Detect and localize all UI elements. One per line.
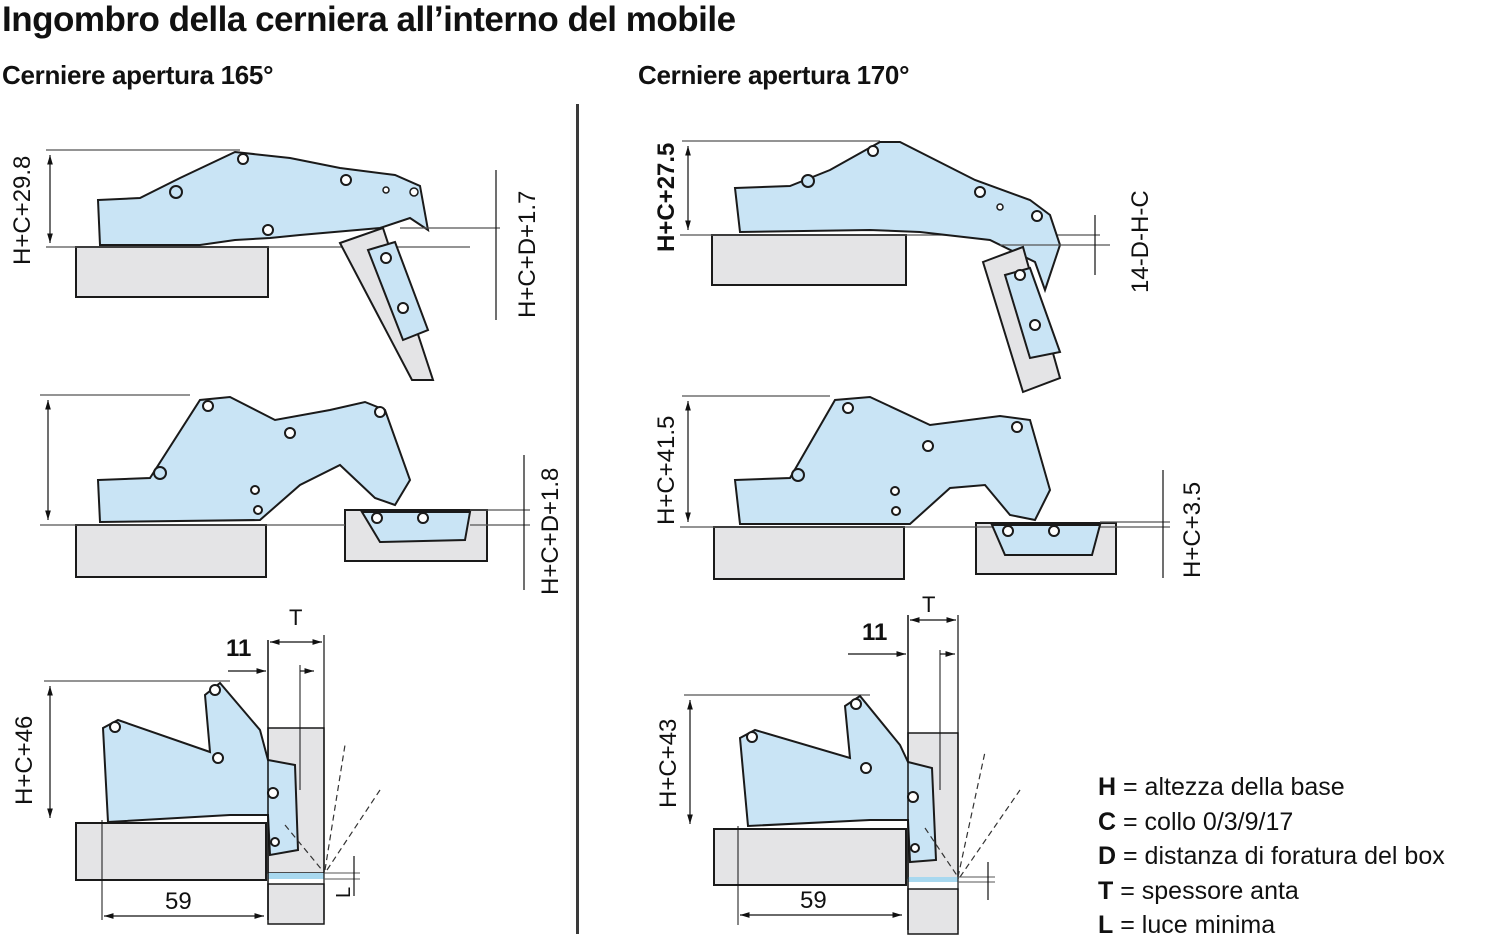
dim-right: H+C+3.5 <box>1179 482 1206 578</box>
dim-height: H+C+29.8 <box>9 156 36 265</box>
legend-item-h: H = altezza della base <box>1098 773 1345 801</box>
legend-item-t: T = spessore anta <box>1098 876 1299 905</box>
view-170-closed: H+C+43 11 T 59 <box>655 592 1021 935</box>
column-divider <box>576 104 579 934</box>
view-165-closed: H+C+46 11 T 59 L <box>11 605 381 925</box>
legend-item-c: C = collo 0/3/9/17 <box>1098 807 1294 836</box>
legend: H = altezza della base C = collo 0/3/9/1… <box>1098 770 1445 943</box>
dim-offset: 11 <box>226 635 251 662</box>
dim-height: H+C+43 <box>655 719 682 808</box>
dim-height: H+C+41.5 <box>653 416 680 525</box>
dim-gap: L <box>333 887 355 898</box>
dim-thickness: T <box>922 592 935 617</box>
section-heading-170: Cerniere apertura 170° <box>638 60 910 90</box>
dim-right: H+C+D+1.8 <box>537 468 564 595</box>
dim-right: 14-D-H-C <box>1127 190 1154 293</box>
view-170-half-open: H+C+41.5 H+C+3.5 <box>653 395 1206 580</box>
dim-offset: 11 <box>862 619 887 646</box>
view-165-half-open: H+C+D+1.8 <box>40 394 564 595</box>
view-170-open: H+C+27.5 14-D-H-C <box>653 140 1154 394</box>
dim-thickness: T <box>289 605 302 630</box>
section-heading-165: Cerniere apertura 165° <box>2 60 274 90</box>
page-title: Ingombro della cerniera all’interno del … <box>2 0 736 39</box>
dim-right: H+C+D+1.7 <box>514 191 541 318</box>
legend-item-d: D = distanza di foratura del box <box>1098 842 1445 870</box>
view-165-open: H+C+29.8 H+C+D+1.7 <box>9 149 541 381</box>
dim-depth: 59 <box>165 888 192 915</box>
dim-height: H+C+46 <box>11 716 38 805</box>
dim-depth: 59 <box>800 887 827 914</box>
legend-item-l: L = luce minima <box>1098 911 1276 939</box>
dim-height: H+C+27.5 <box>653 143 680 252</box>
